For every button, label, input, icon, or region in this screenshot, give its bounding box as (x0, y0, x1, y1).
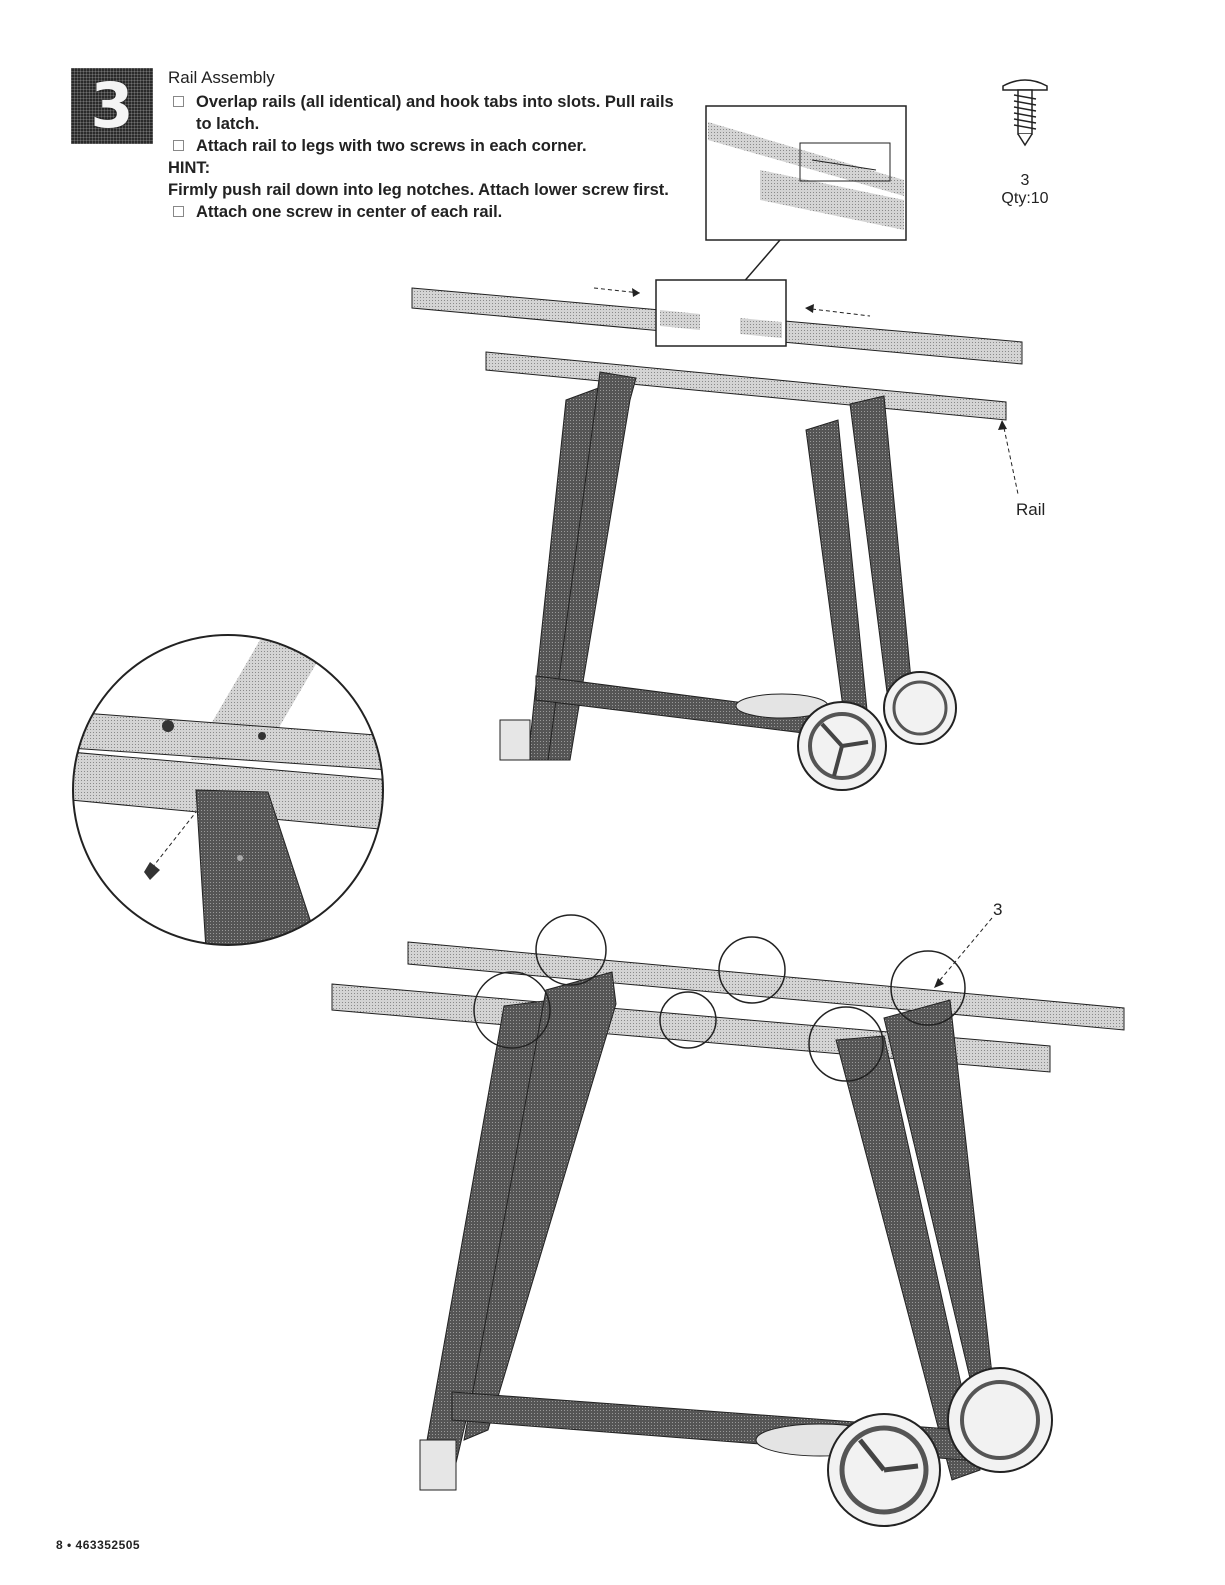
lower-cart-frame (332, 915, 1124, 1526)
rail-label: Rail (1016, 500, 1045, 520)
page-footer: 8 • 463352505 (56, 1538, 140, 1552)
part-quantity: Qty:10 (990, 190, 1060, 208)
screw-icon (1003, 80, 1047, 145)
part-number: 3 (990, 172, 1060, 190)
part-label: 3 Qty:10 (990, 172, 1060, 208)
corner-screw-detail (70, 630, 390, 950)
rail-latch-detail (706, 106, 906, 292)
part-callout-number: 3 (993, 900, 1002, 920)
upper-rails (412, 280, 1022, 494)
upper-cart-frame (500, 372, 956, 790)
